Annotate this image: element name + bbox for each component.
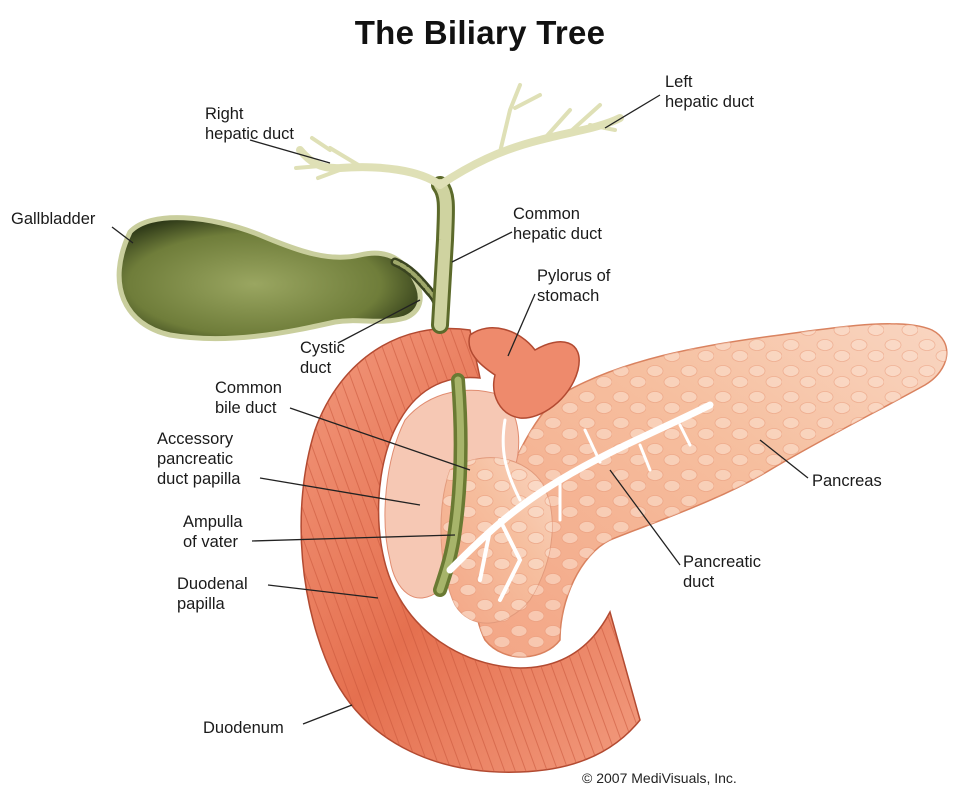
pancreatic-duct <box>446 401 714 602</box>
label-left-hepatic-duct: Left hepatic duct <box>665 72 754 112</box>
label-line: duct <box>683 573 715 591</box>
label-line: papilla <box>177 595 225 613</box>
label-gallbladder: Gallbladder <box>11 209 95 229</box>
label-duodenum: Duodenum <box>203 718 284 738</box>
label-accessory-pancreatic-duct-papilla: Accessory pancreatic duct papilla <box>157 429 240 489</box>
label-line: bile duct <box>215 399 277 417</box>
label-line: stomach <box>537 287 600 305</box>
hepatic-duct-tree <box>294 83 624 334</box>
leader-lines <box>111 94 809 725</box>
label-common-hepatic-duct: Common hepatic duct <box>513 204 602 244</box>
label-line: Pancreas <box>812 472 882 490</box>
label-line: duct papilla <box>157 470 241 488</box>
label-line: pancreatic <box>157 450 234 468</box>
label-line: Pylorus of <box>537 267 611 285</box>
label-ampulla-of-vater: Ampulla of vater <box>183 512 243 552</box>
label-line: Duodenum <box>203 719 284 737</box>
label-line: Right <box>205 105 244 123</box>
label-line: Left <box>665 73 693 91</box>
label-right-hepatic-duct: Right hepatic duct <box>205 104 294 144</box>
pylorus-shape <box>468 327 580 419</box>
label-line: of vater <box>183 533 239 551</box>
label-line: Cystic <box>300 339 345 357</box>
label-line: hepatic duct <box>665 93 754 111</box>
label-line: Accessory <box>157 430 234 448</box>
copyright-notice: © 2007 MediVisuals, Inc. <box>582 770 737 786</box>
label-cystic-duct: Cystic duct <box>300 338 345 378</box>
label-line: Common <box>513 205 580 223</box>
label-line: Gallbladder <box>11 210 96 228</box>
label-common-bile-duct: Common bile duct <box>215 378 282 418</box>
label-line: Common <box>215 379 282 397</box>
page-title: The Biliary Tree <box>354 14 606 51</box>
label-line: Ampulla <box>183 513 243 531</box>
label-line: Pancreatic <box>683 553 761 571</box>
label-line: duct <box>300 359 332 377</box>
label-duodenal-papilla: Duodenal papilla <box>177 574 248 614</box>
label-line: hepatic duct <box>205 125 294 143</box>
label-pancreatic-duct: Pancreatic duct <box>683 552 761 592</box>
label-pancreas: Pancreas <box>812 471 882 491</box>
gallbladder-shape <box>116 215 423 342</box>
label-line: hepatic duct <box>513 225 602 243</box>
label-line: Duodenal <box>177 575 248 593</box>
label-pylorus-of-stomach: Pylorus of stomach <box>537 266 610 306</box>
